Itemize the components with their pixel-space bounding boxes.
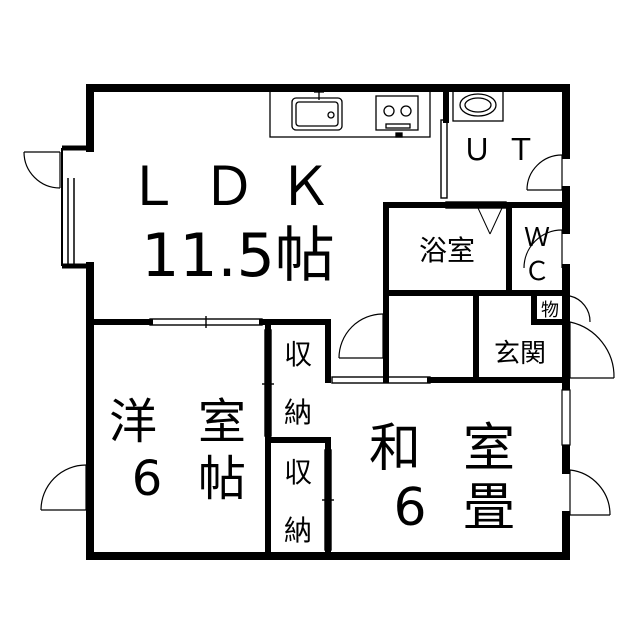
japanese-size-right: 畳 (463, 478, 515, 538)
ldk-size: 11.5帖 (141, 221, 335, 291)
western-name-right: 室 (198, 394, 246, 450)
gas-stove-icon (375, 95, 419, 131)
window-icon (561, 389, 571, 446)
closet-lower-line1: 収 (284, 456, 312, 489)
western-size-right: 帖 (198, 451, 246, 507)
ldk-name: ＬＤＫ (126, 155, 354, 218)
bay-window (61, 145, 90, 269)
door-swing-icon (23, 151, 61, 189)
bath-name: 浴室 (419, 234, 475, 267)
storage-small-name: 物 (541, 300, 559, 321)
entrance-name: 玄関 (494, 339, 546, 369)
japanese-name-left: 和 (369, 419, 421, 479)
japanese-size-left: 6 (393, 478, 426, 538)
outer-walls (86, 84, 570, 560)
japanese-name-right: 室 (463, 419, 515, 479)
interior-walls (87, 85, 569, 559)
bath-door-mark (477, 207, 503, 235)
western-size-left: 6 (132, 451, 163, 507)
closet-lower-line2: 納 (284, 514, 312, 547)
sliding-doors (149, 119, 507, 551)
kitchen-sink-icon (291, 91, 343, 131)
washbasin-icon (452, 90, 504, 122)
wc-line2: Ｃ (524, 257, 550, 287)
closet-upper-line2: 納 (284, 396, 312, 429)
door-swing-icon (40, 154, 615, 516)
room-labels: ＬＤＫ 11.5帖 ＵＴ 浴室 Ｗ Ｃ 物 玄関 収 納 収 納 洋 室 6 帖… (109, 133, 559, 547)
closet-upper-line1: 収 (284, 338, 312, 371)
kitchen-counter (269, 90, 431, 138)
ut-name: ＵＴ (462, 133, 550, 168)
wc-line1: Ｗ (524, 223, 550, 253)
western-name-left: 洋 (109, 394, 157, 450)
